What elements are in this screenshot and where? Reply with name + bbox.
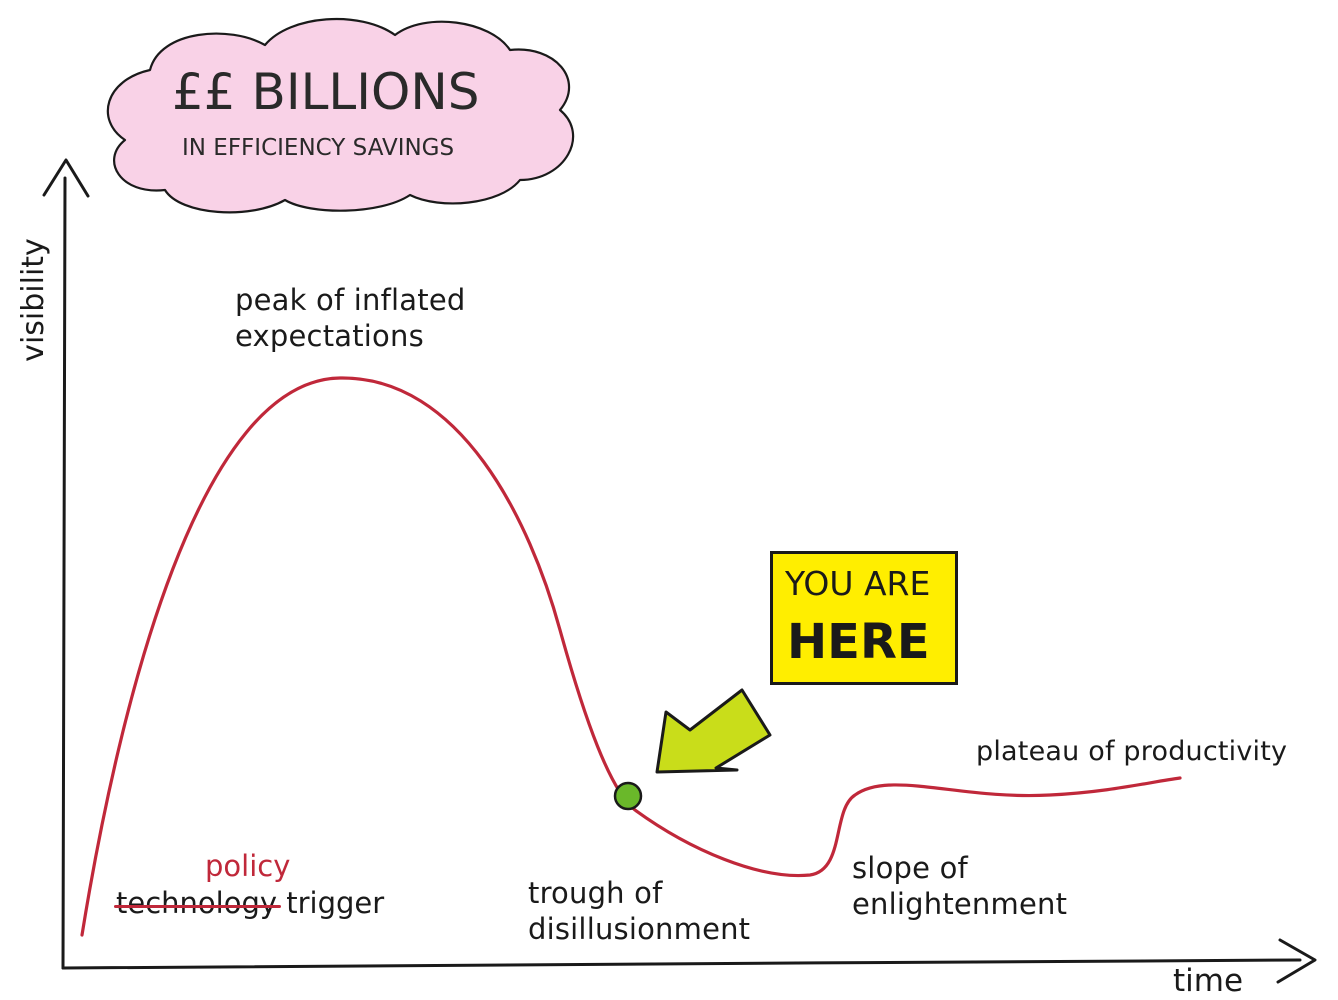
arrow-pointing-to-curve-icon xyxy=(655,688,772,774)
label-trough-line2: disillusionment xyxy=(528,912,751,946)
y-axis-label: visibility xyxy=(16,238,51,362)
cloud-shape xyxy=(106,17,575,214)
label-peak-line2: expectations xyxy=(235,319,424,353)
y-axis-line xyxy=(61,176,67,970)
y-axis-arrowhead xyxy=(42,158,90,198)
label-slope-line1: slope of xyxy=(852,851,968,885)
label-slope-line2: enlightenment xyxy=(852,887,1068,921)
you-are-here-line1: YOU ARE xyxy=(785,564,931,603)
current-position-dot-icon xyxy=(613,781,643,811)
label-peak-line1: peak of inflated xyxy=(235,283,466,317)
label-technology-struck: technology xyxy=(116,886,278,920)
you-are-here-sign: YOU ARE HERE xyxy=(770,551,958,685)
x-axis-arrowhead xyxy=(1276,938,1317,984)
label-policy: policy xyxy=(205,849,291,883)
label-trigger: technology trigger xyxy=(116,885,384,921)
label-plateau: plateau of productivity xyxy=(976,736,1288,767)
label-peak: peak of inflated expectations xyxy=(235,282,466,354)
you-are-here-line2: HERE xyxy=(787,614,930,670)
cloud-subtitle: IN EFFICIENCY SAVINGS xyxy=(182,135,455,161)
label-trigger-word: trigger xyxy=(286,886,385,920)
label-trough: trough of disillusionment xyxy=(528,875,750,947)
x-axis-line xyxy=(61,958,1302,970)
x-axis-label: time xyxy=(1173,963,1244,999)
cloud-title: ££ BILLIONS xyxy=(172,63,480,121)
label-slope: slope of enlightenment xyxy=(852,850,1067,922)
label-trough-line1: trough of xyxy=(528,876,663,910)
